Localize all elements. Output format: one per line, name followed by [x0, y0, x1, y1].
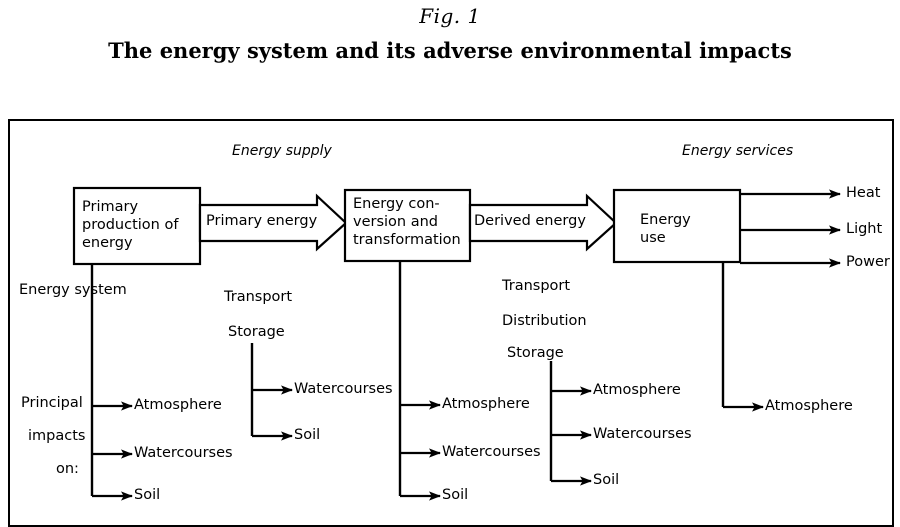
- diagram-frame: Energy supply Energy services Primary pr…: [8, 119, 894, 527]
- flow-arrow-derived-energy: [468, 193, 618, 252]
- output-label-heat: Heat: [846, 185, 881, 201]
- impact-target-conversion-watercourses: Watercourses: [442, 444, 541, 460]
- stage-label-tds-transport: Transport: [502, 278, 571, 294]
- impact-target-primary-watercourses: Watercourses: [134, 445, 233, 461]
- impact-target-primary-soil: Soil: [134, 487, 161, 503]
- impact-target-transport-soil: Soil: [294, 427, 321, 443]
- impact-target-conversion-soil: Soil: [442, 487, 469, 503]
- side-label-on: on:: [56, 461, 79, 477]
- diagram-canvas: [72, 186, 841, 501]
- side-label-principal: Principal: [21, 395, 83, 411]
- impact-target-primary-atmosphere: Atmosphere: [134, 397, 222, 413]
- output-label-light: Light: [846, 221, 883, 237]
- stage-label-tds-distribution: Distribution: [502, 313, 587, 329]
- impact-target-tds-atmosphere: Atmosphere: [593, 382, 681, 398]
- stage-label-transport-storage-storage: Storage: [228, 324, 285, 340]
- impact-target-use-atmosphere: Atmosphere: [765, 398, 853, 414]
- stage-label-tds-storage: Storage: [507, 345, 564, 361]
- side-label-energy-system: Energy system: [19, 282, 127, 298]
- flow-arrow-primary-energy: [198, 193, 348, 252]
- figure-header: Fig. 1 The energy system and its adverse…: [0, 0, 900, 64]
- impact-target-tds-watercourses: Watercourses: [593, 426, 692, 442]
- figure-title: The energy system and its adverse enviro…: [108, 38, 792, 63]
- box-label-energy-conversion: Energy con- version and transformation: [353, 196, 461, 248]
- box-energy-conversion: [343, 188, 472, 263]
- box-energy-use: [612, 188, 742, 264]
- section-label-energy-services: Energy services: [682, 143, 794, 159]
- side-label-impacts: impacts: [28, 428, 86, 444]
- box-label-primary-production: Primary production of energy: [82, 199, 179, 251]
- box-primary-production: [72, 186, 202, 266]
- impact-target-tds-soil: Soil: [593, 472, 620, 488]
- flow-label-derived-energy: Derived energy: [474, 213, 586, 229]
- stage-label-transport-storage-transport: Transport: [224, 289, 293, 305]
- output-label-power: Power: [846, 254, 890, 270]
- impact-target-transport-watercourses: Watercourses: [294, 381, 393, 397]
- flow-label-primary-energy: Primary energy: [206, 213, 318, 229]
- impact-target-conversion-atmosphere: Atmosphere: [442, 396, 530, 412]
- figure-number: Fig. 1: [419, 4, 481, 28]
- box-label-energy-use: Energy use: [640, 212, 691, 246]
- section-label-energy-supply: Energy supply: [232, 143, 332, 159]
